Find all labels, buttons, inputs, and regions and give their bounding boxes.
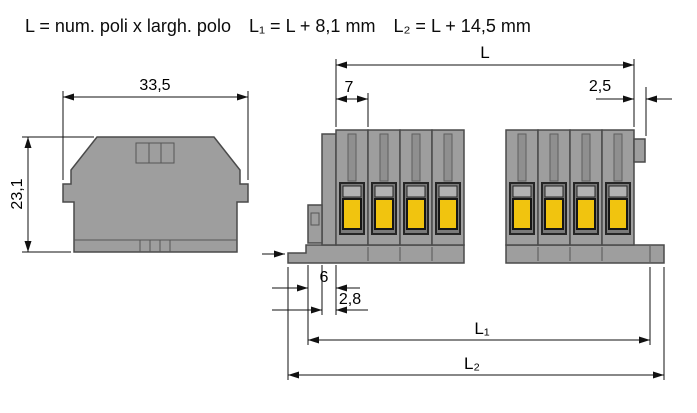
dim-label-l1: L₁ [474,319,489,338]
drawing-title: L = num. poli x largh. polo L₁ = L + 8,1… [25,16,531,37]
dim-label-23-1: 23,1 [9,178,26,209]
formula-l2: L₂ = L + 14,5 mm [393,16,531,36]
formula-l: L = num. poli x largh. polo [25,16,231,36]
flange-left [287,244,465,264]
dim-offset-2-8: 2,8 [272,291,368,314]
mounting-foot [307,204,323,244]
dim-label-33-5: 33,5 [139,77,170,94]
dim-length-l: L [335,43,647,136]
side-view: 33,5 23,1 [9,77,249,253]
dim-label-7: 7 [345,79,354,96]
dim-height-23-1: 23,1 [9,137,32,252]
flange-right [505,244,665,264]
pole-4 [431,129,465,246]
extension-lines [335,59,647,136]
mounting-foot-slot [310,212,320,226]
pole-5 [505,129,539,246]
pole-2 [367,129,401,246]
flange-ticks [367,246,651,262]
dim-width-33-5: 33,5 [22,77,249,253]
dim-label-2-8: 2,8 [339,291,361,308]
end-latch [633,138,646,163]
pole-7 [569,129,603,246]
dim-label-6: 6 [320,269,329,286]
formula-l1: L₁ = L + 8,1 mm [248,16,376,36]
pole-6 [537,129,571,246]
dim-offset-2-5: 2,5 [589,78,672,103]
side-profile [62,136,249,253]
dim-length-l2: L₂ [288,354,664,379]
dim-label-l2: L₂ [464,354,480,373]
pole-8 [601,129,635,246]
dim-offset-6: 6 [272,269,360,292]
marking-field [135,142,175,164]
pole-3 [399,129,433,246]
marking-field-dividers [148,143,162,163]
front-view: L 7 2,5 6 2,8 [262,43,672,380]
extension-lines [22,91,249,253]
pole-1 [335,129,369,246]
dim-pole-7: 7 [336,79,368,103]
rail-clip-detail [139,239,171,252]
end-plate [321,133,337,246]
dim-length-l1: L₁ [308,319,650,344]
dim-label-2-5: 2,5 [589,78,611,95]
dim-label-l: L [480,43,489,62]
